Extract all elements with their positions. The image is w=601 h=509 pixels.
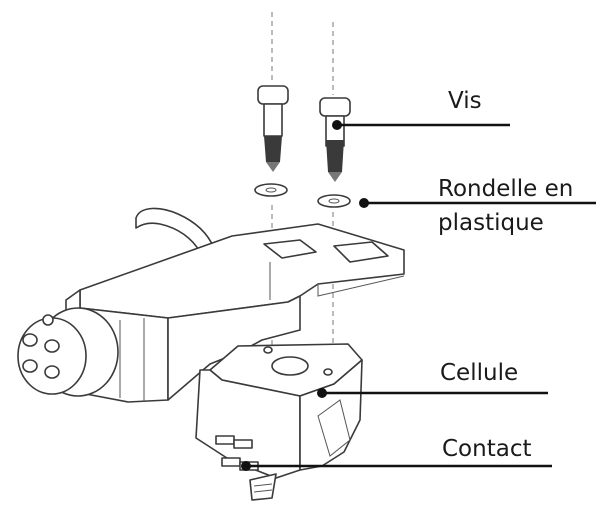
label-cartridge: Cellule — [440, 360, 518, 386]
headshell-side — [167, 295, 301, 401]
washer-right — [317, 194, 351, 208]
connector-face — [17, 317, 87, 395]
plate-edge — [317, 275, 405, 297]
leader-contact-dot — [241, 461, 251, 471]
stylus-guard — [249, 473, 277, 501]
screw-right — [319, 97, 351, 182]
screw-head — [319, 97, 351, 117]
contact-pin-2 — [233, 439, 253, 449]
connector-pin-2 — [44, 339, 60, 353]
leader-screw-dot — [332, 120, 342, 130]
leader-washer-dot — [359, 198, 369, 208]
washer-left-hole — [265, 187, 277, 193]
cartridge — [195, 343, 363, 501]
cartridge-side-panel — [317, 399, 351, 457]
cartridge-screw-hole-left — [263, 346, 273, 354]
label-washer-line1: Rondelle en — [438, 176, 573, 202]
contact-pin-1 — [215, 435, 235, 445]
label-contact: Contact — [442, 436, 531, 462]
connector-pin-4 — [44, 365, 60, 379]
screw-thread — [264, 136, 282, 162]
headshell-top-plate — [79, 223, 405, 319]
screw-tip — [328, 172, 342, 182]
cartridge-center-hole — [271, 356, 309, 376]
mounting-slot-right — [333, 241, 389, 263]
screw-thread — [326, 140, 344, 172]
washer-right-hole — [328, 198, 340, 204]
contact-pin-3 — [221, 457, 241, 467]
callouts — [241, 120, 596, 471]
connector-key — [42, 314, 54, 326]
connector-pin-3 — [22, 359, 38, 373]
screw-tip — [266, 162, 280, 172]
screw-head — [257, 85, 289, 105]
washers — [254, 183, 351, 208]
finger-lift — [135, 207, 215, 253]
headshell — [17, 207, 405, 403]
label-washer-line2: plastique — [438, 210, 544, 236]
screw-left — [257, 85, 289, 172]
stylus-grip — [253, 483, 273, 493]
cartridge-screw-hole-right — [323, 368, 333, 376]
connector-pin-1 — [22, 333, 38, 347]
screw-shank — [263, 103, 283, 137]
mounting-slot-left — [263, 239, 317, 259]
leader-cartridge-dot — [317, 388, 327, 398]
washer-left — [254, 183, 288, 197]
label-screw: Vis — [448, 88, 482, 114]
